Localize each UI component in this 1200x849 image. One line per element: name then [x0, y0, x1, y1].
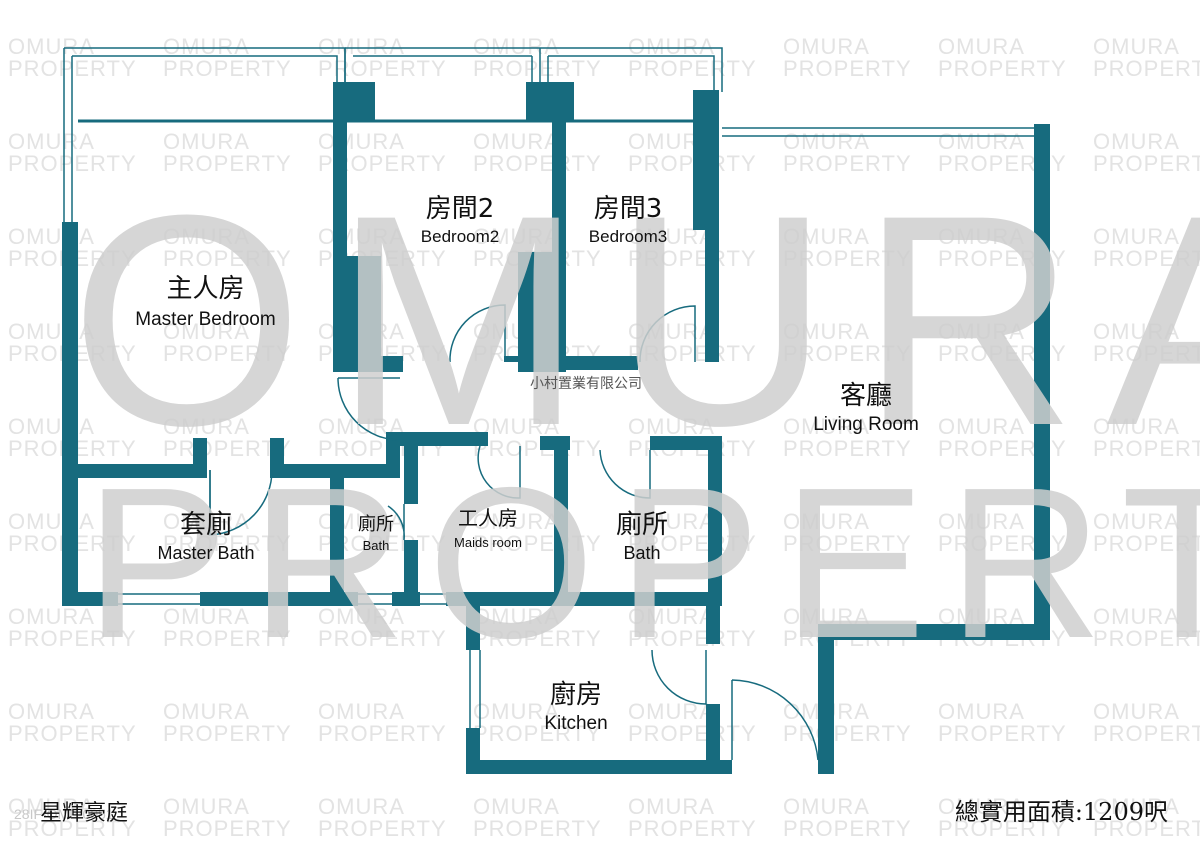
- room-label-zh: 客廳: [839, 381, 892, 411]
- room-bath: 廁所 Bath: [598, 504, 686, 564]
- room-label-zh: 廚房: [549, 680, 602, 710]
- doors: [209, 304, 819, 761]
- room-label-zh: 主人房: [166, 274, 245, 304]
- room-label-en: Bath: [623, 543, 661, 563]
- listing-code: 28IF-OMF-0051: [14, 806, 114, 822]
- room-label-zh: 套廁: [179, 510, 232, 540]
- room-label-zh: 房間2: [425, 194, 495, 224]
- room-label-en: Kitchen: [544, 713, 608, 734]
- room-kitchen: 廚房 Kitchen: [528, 674, 624, 735]
- room-living-room: 客廳 Living Room: [800, 375, 932, 436]
- room-label-en: Bedroom2: [420, 227, 500, 246]
- company-name: 小村置業有限公司: [530, 376, 642, 392]
- room-bath-small: 廁所 Bath: [348, 510, 404, 553]
- room-label-zh: 廁所: [615, 510, 668, 540]
- room-label-en: Master Bath: [157, 543, 255, 563]
- estate-name: 星輝豪庭: [40, 801, 129, 826]
- room-label-en: Bedroom3: [588, 227, 668, 246]
- total-area: 總實用面積:1209呎: [954, 798, 1168, 826]
- room-master-bath: 套廁 Master Bath: [140, 504, 272, 564]
- room-label-zh: 工人房: [458, 506, 518, 530]
- room-bedroom3: 房間3 Bedroom3: [572, 188, 684, 247]
- room-label-zh: 廁所: [358, 514, 394, 535]
- walls: [62, 82, 1050, 774]
- room-label-en: Bath: [362, 538, 390, 553]
- room-master-bedroom: 主人房 Master Bedroom: [118, 268, 293, 331]
- room-label-en: Living Room: [813, 414, 919, 435]
- room-label-zh: 房間3: [593, 194, 663, 224]
- room-label-en: Master Bedroom: [135, 309, 276, 330]
- room-bedroom2: 房間2 Bedroom2: [400, 188, 520, 247]
- room-label-en: Maids room: [454, 535, 522, 550]
- room-maids-room: 工人房 Maids room: [440, 502, 536, 550]
- window-top-left: [63, 47, 1040, 728]
